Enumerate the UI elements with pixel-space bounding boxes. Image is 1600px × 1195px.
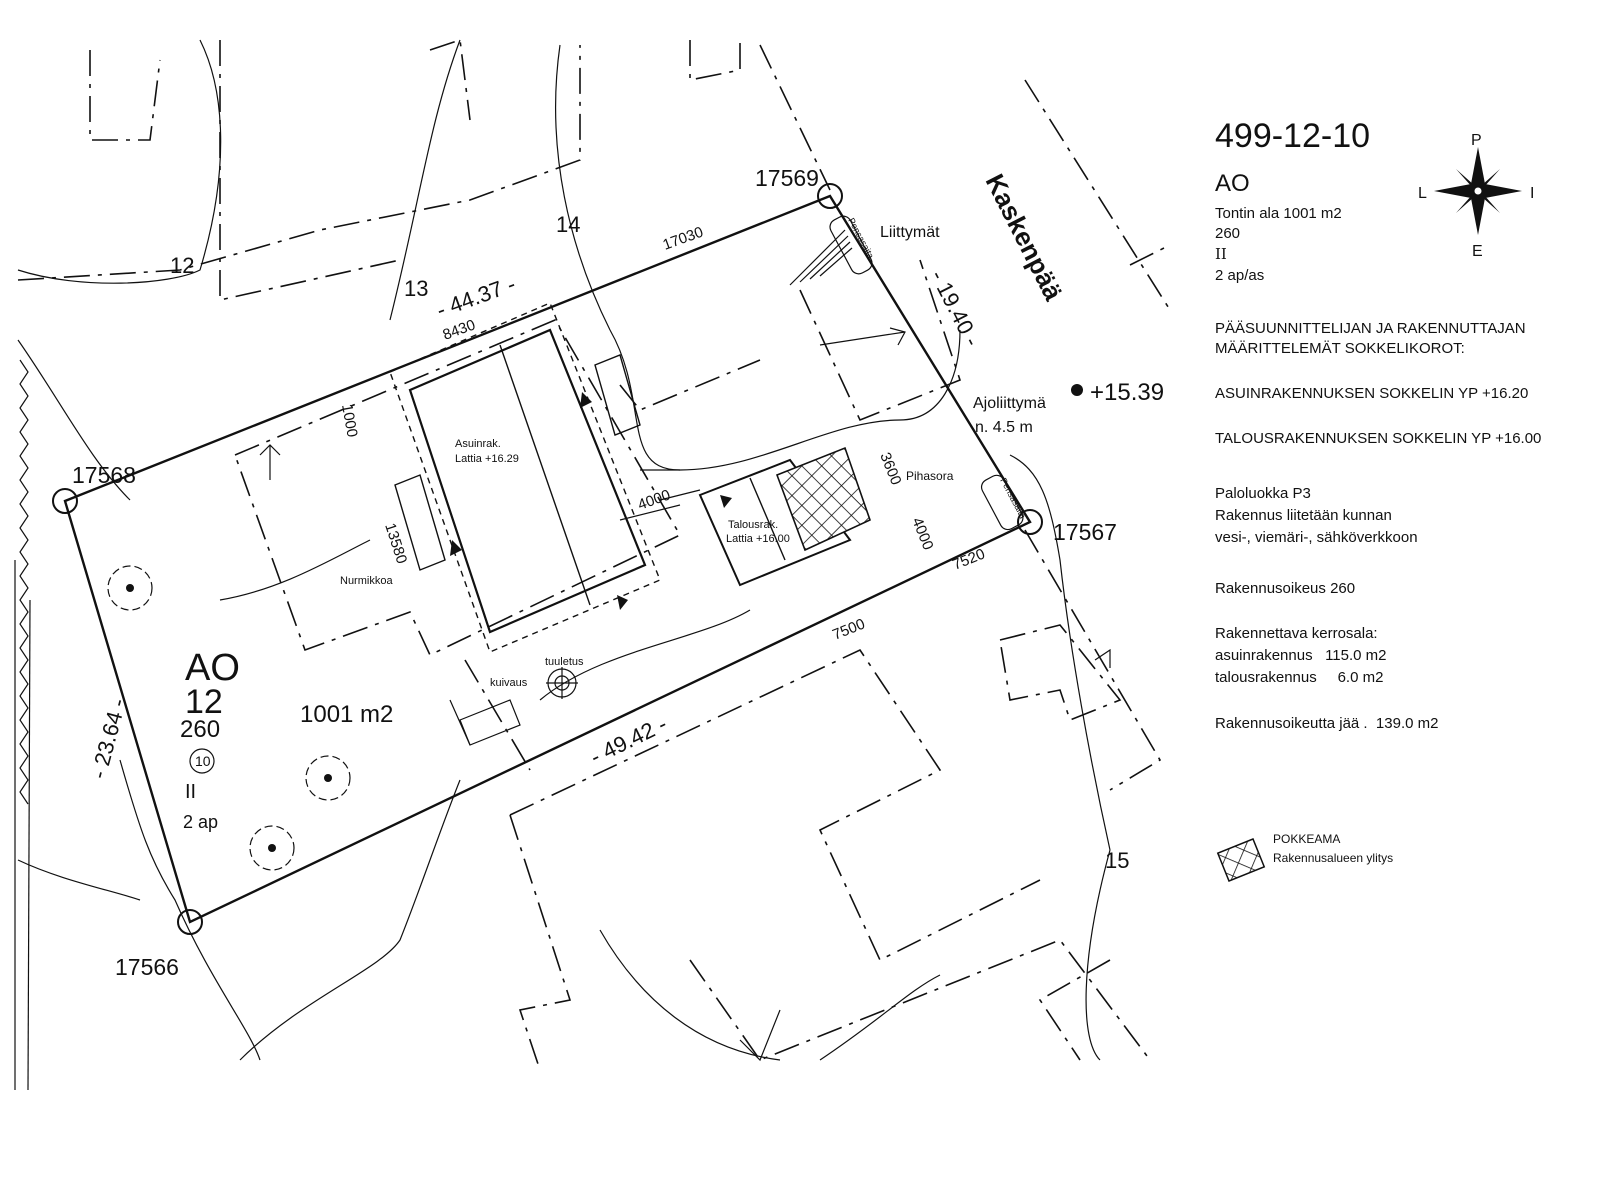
street-name: Kaskenpää bbox=[980, 169, 1069, 305]
plot-floors: II bbox=[185, 781, 196, 803]
point-17569: 17569 bbox=[755, 165, 819, 191]
neighbour-boundaries bbox=[17, 38, 1171, 1071]
dim-4000-b: 4000 bbox=[908, 515, 936, 552]
asuin-sokkeli: ASUINRAKENNUKSEN SOKKELIN YP +16.20 bbox=[1215, 385, 1529, 402]
compass-s: E bbox=[1472, 243, 1483, 260]
dim-13580: 13580 bbox=[381, 521, 410, 566]
remaining-right: Rakennusoikeutta jää . 139.0 m2 bbox=[1215, 715, 1439, 732]
west-hedge bbox=[19, 359, 29, 805]
dim-3600: 3600 bbox=[876, 450, 904, 487]
compass-icon bbox=[1434, 147, 1522, 235]
label-pihasora: Pihasora bbox=[906, 469, 954, 483]
dim-4000-a: 4000 bbox=[636, 486, 673, 513]
deviation-area bbox=[775, 446, 871, 552]
talous-area: talousrakennus 6.0 m2 bbox=[1215, 669, 1384, 686]
ventilation-icon bbox=[546, 667, 578, 699]
tree-icon bbox=[305, 755, 351, 801]
outbuilding bbox=[698, 458, 852, 587]
compass-e: I bbox=[1530, 185, 1534, 202]
plot-zone: AO bbox=[185, 647, 240, 689]
marker-17569 bbox=[817, 183, 843, 209]
plot-block-no: 12 bbox=[185, 683, 223, 721]
tree-icon bbox=[107, 565, 153, 611]
compass-n: P bbox=[1471, 132, 1482, 149]
sokkeli-heading-2: MÄÄRITTELEMÄT SOKKELIKOROT: bbox=[1215, 340, 1465, 357]
access-lines bbox=[789, 229, 853, 286]
label-pensasaita-2: Pensasaita bbox=[998, 476, 1028, 520]
dim-7520: 7520 bbox=[950, 545, 987, 573]
point-17566: 17566 bbox=[115, 954, 179, 980]
label-talousrak: Talousrak. bbox=[728, 519, 778, 531]
point-17568: 17568 bbox=[72, 462, 136, 488]
talous-sokkeli: TALOUSRAKENNUKSEN SOKKELIN YP +16.00 bbox=[1215, 430, 1542, 447]
legend-desc: Rakennusalueen ylitys bbox=[1273, 851, 1394, 865]
plot-circle-no: 10 bbox=[195, 753, 211, 769]
plot-area-text: Tontin ala 1001 m2 bbox=[1215, 205, 1342, 222]
edge-south: - 49.42 - bbox=[586, 711, 671, 769]
legend-title: POKKEAMA bbox=[1273, 832, 1341, 846]
building-area bbox=[233, 259, 961, 771]
zone-code: AO bbox=[1215, 170, 1250, 197]
label-liittymat: Liittymät bbox=[880, 224, 940, 241]
dim-7500: 7500 bbox=[830, 615, 867, 643]
fire-class: Paloluokka P3 bbox=[1215, 485, 1311, 502]
compass-w: L bbox=[1418, 185, 1427, 202]
plot-apartments: 2 ap bbox=[183, 812, 218, 832]
terrain-contours bbox=[17, 39, 1111, 1061]
label-pensasaita-1: Pensasaita bbox=[846, 216, 876, 260]
asuin-area: asuinrakennus 115.0 m2 bbox=[1215, 647, 1387, 664]
sokkeli-heading-1: PÄÄSUUNNITTELIJAN JA RAKENNUTTAJAN bbox=[1215, 320, 1526, 337]
edge-north: - 44.37 - bbox=[433, 271, 519, 323]
plot-area: 1001 m2 bbox=[300, 701, 393, 728]
label-talousrak-floor: Lattia +16.00 bbox=[726, 533, 790, 545]
spot-height-dot bbox=[1071, 384, 1083, 396]
plot-id: 499-12-10 bbox=[1215, 117, 1371, 155]
network-line-1: Rakennus liitetään kunnan bbox=[1215, 507, 1392, 524]
floors-value: II bbox=[1215, 245, 1227, 263]
building-right-note: Rakennusoikeus 260 bbox=[1215, 580, 1356, 597]
plot-boundary bbox=[63, 194, 1032, 924]
main-building bbox=[389, 302, 661, 653]
neighbour-15: 15 bbox=[1105, 848, 1129, 873]
neighbour-14: 14 bbox=[556, 212, 580, 237]
network-line-2: vesi-, viemäri-, sähköverkkoon bbox=[1215, 529, 1418, 546]
legend-deviation-swatch bbox=[1216, 837, 1266, 883]
label-ajoliittyma-width: n. 4.5 m bbox=[975, 419, 1033, 436]
dim-1000: 1000 bbox=[338, 403, 361, 439]
apartments-value: 2 ap/as bbox=[1215, 267, 1265, 284]
floor-area-title: Rakennettava kerrosala: bbox=[1215, 625, 1378, 642]
neighbour-12: 12 bbox=[170, 253, 194, 278]
point-17567: 17567 bbox=[1053, 519, 1117, 545]
edge-west: - 23.64 - bbox=[86, 696, 131, 782]
edge-east: - 19.40 - bbox=[926, 266, 985, 350]
label-kuivaus: kuivaus bbox=[490, 677, 528, 689]
label-spot-height: +15.39 bbox=[1090, 379, 1164, 406]
label-ajoliittyma: Ajoliittymä bbox=[973, 395, 1046, 412]
plot-right: 260 bbox=[180, 716, 220, 743]
tree-icon bbox=[249, 825, 295, 871]
label-nurmikkoa: Nurmikkoa bbox=[340, 575, 393, 587]
marker-17566 bbox=[177, 909, 203, 935]
label-asuinrak-floor: Lattia +16.29 bbox=[455, 453, 519, 465]
marker-17567 bbox=[1017, 509, 1043, 535]
building-right-value: 260 bbox=[1215, 225, 1241, 242]
label-tuuletus: tuuletus bbox=[545, 656, 584, 668]
label-asuinrak: Asuinrak. bbox=[455, 438, 501, 450]
neighbour-13: 13 bbox=[404, 276, 428, 301]
driveway bbox=[619, 469, 701, 521]
marker-17568 bbox=[52, 488, 78, 514]
